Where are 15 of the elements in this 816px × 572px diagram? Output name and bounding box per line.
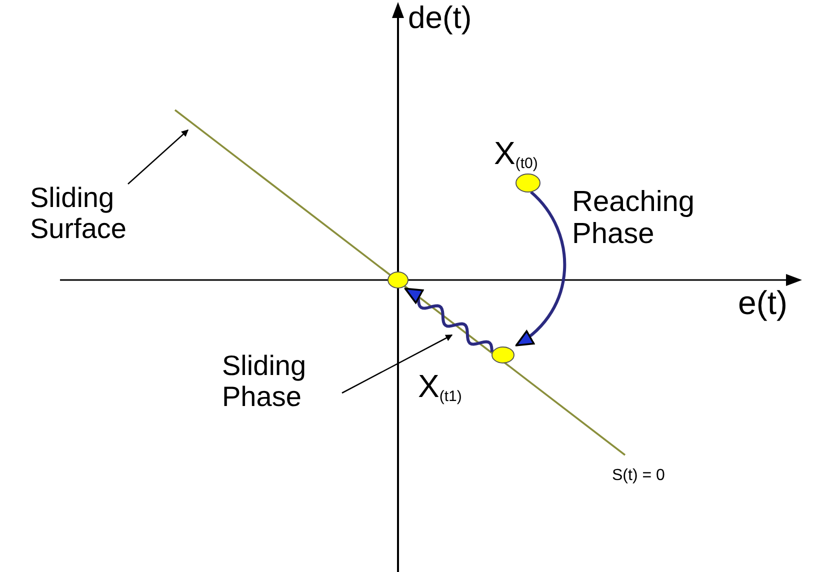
edge-label: Reaching Phase xyxy=(572,186,696,250)
state-point xyxy=(516,174,540,192)
state-point xyxy=(388,272,408,288)
annotation-text: Sliding Surface xyxy=(30,182,190,244)
leader-line xyxy=(128,130,189,184)
axis-label: S(t) = 0 xyxy=(612,468,665,484)
point-label: X$_{(t1)}$ xyxy=(418,368,462,404)
point-label: X$_{(t0)}$ xyxy=(494,135,538,171)
axis-label: e(t) xyxy=(738,286,788,319)
axis-label: de(t) xyxy=(408,2,472,33)
annotation-text: Sliding Phase xyxy=(222,350,372,412)
leader-line xyxy=(342,334,453,394)
state-point xyxy=(492,346,514,364)
trajectory-arrow xyxy=(515,190,566,346)
trajectory-arrow xyxy=(404,288,494,352)
